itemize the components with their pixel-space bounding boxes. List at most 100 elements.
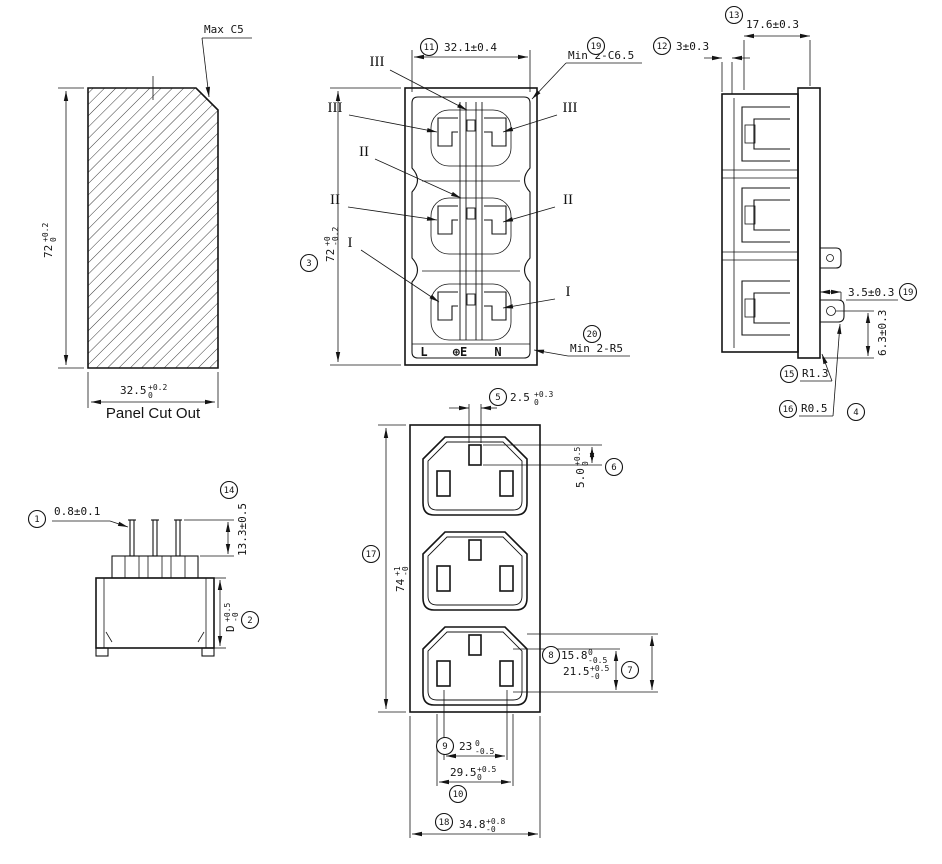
face-offset-sub: 0	[581, 461, 590, 466]
pin-body-value: D	[224, 625, 237, 632]
face-outer-outline	[409, 424, 541, 713]
pin-body-details	[95, 578, 215, 657]
callout-12-number: 12	[657, 42, 668, 52]
callout-9: 9	[435, 736, 455, 756]
terminal-l-label: L	[420, 345, 427, 359]
panel-outline-hatched	[87, 87, 219, 369]
callout-7: 7	[620, 660, 640, 680]
pin-view: 0.8±0.1 13.3±0.5 D +0.5 -0	[52, 503, 249, 657]
callout-6-number: 6	[611, 463, 616, 473]
callout-16: 16	[778, 399, 798, 419]
callout-14: 14	[219, 480, 239, 500]
side-panel-thickness-dim: 3±0.3	[676, 40, 750, 94]
panel-height-value: 72	[42, 245, 55, 258]
numeral-iii-2: III	[328, 100, 343, 116]
pin-main-body	[95, 577, 215, 649]
callout-19-side-number: 19	[903, 288, 914, 298]
pin-width-dim: 0.8±0.1	[52, 505, 129, 528]
callout-10-number: 10	[453, 790, 464, 800]
rear-terminal-letters: L ⊕E N	[420, 345, 501, 359]
callout-17-number: 17	[366, 550, 377, 560]
face-outer-value: 21.5	[563, 665, 590, 678]
panel-height-dim: 72 +0.2 0	[41, 223, 58, 258]
face-width-value: 34.8	[459, 818, 486, 831]
face-pitch-sub: -0.5	[475, 747, 494, 756]
side-flange-outline	[797, 87, 821, 359]
panel-height-sup: +0.2	[41, 223, 50, 242]
callout-7-number: 7	[627, 666, 632, 676]
callout-10: 10	[448, 784, 468, 804]
pin-body-sub: -0	[231, 612, 240, 622]
face-width-dim: 34.8 +0.8 -0	[409, 716, 541, 838]
callout-17: 17	[361, 544, 381, 564]
face-inner-sup: 0	[588, 648, 593, 657]
face-outer-sup: +0.5	[590, 664, 609, 673]
rear-radius-note: Min 2-R5	[533, 342, 630, 357]
numeral-iii-3: III	[563, 100, 578, 116]
pin-body-sup: +0.5	[223, 603, 232, 622]
callout-13: 13	[724, 5, 744, 25]
panel-cutout-title: Panel Cut Out	[106, 405, 201, 422]
side-body-outline	[721, 93, 799, 353]
face-socket-1	[422, 436, 528, 516]
face-inner-dim: 15.8 0 -0.5 21.5 +0.5 -0	[513, 633, 658, 693]
face-pitch-dim: 23 0 -0.5	[443, 690, 508, 760]
radius2-value: R0.5	[801, 402, 828, 415]
face-height-sup: +1	[393, 566, 402, 576]
side-flange-value: 3.5±0.3	[848, 286, 894, 299]
callout-9-number: 9	[442, 742, 447, 752]
callout-19-top-number: 19	[591, 42, 602, 52]
callout-18-number: 18	[439, 818, 450, 828]
callout-8: 8	[541, 645, 561, 665]
callout-20-number: 20	[587, 330, 598, 340]
callout-3-number: 3	[306, 259, 311, 269]
rear-height-sup: +0	[323, 236, 332, 246]
face-outer-sub: -0	[590, 672, 600, 681]
face-width-sup: +0.8	[486, 817, 505, 826]
rear-inner-contour	[411, 96, 531, 359]
rear-view: L ⊕E N III III III II II II I I 32.1±0.4…	[323, 41, 642, 366]
callout-11: 11	[419, 37, 439, 57]
panel-width-value: 32.5	[120, 384, 147, 397]
face-slot-width-dim: 2.5 +0.3 0	[449, 390, 553, 443]
face-pitch-sup: 0	[475, 739, 480, 748]
callout-14-number: 14	[224, 486, 235, 496]
radius1-value: R1.3	[802, 367, 829, 380]
face-socket-3	[422, 626, 528, 706]
callout-11-number: 11	[424, 43, 435, 53]
callout-1-number: 1	[34, 515, 39, 525]
terminal-earth-label: ⊕E	[453, 345, 467, 359]
face-span-value: 29.5	[450, 766, 477, 779]
face-inner-value: 15.8	[561, 649, 588, 662]
pin-width-value: 0.8±0.1	[54, 505, 100, 518]
pin-body-slots	[124, 555, 186, 579]
face-height-dim: 74 +1 -0	[378, 424, 410, 713]
panel-chamfer-note: Max C5	[201, 23, 252, 98]
callout-2-number: 2	[247, 616, 252, 626]
side-flange-thickness-dim: 3.5±0.3	[820, 286, 898, 301]
panel-width-sub: 0	[148, 391, 153, 400]
face-height-value: 74	[394, 578, 407, 592]
face-span-sub: 0	[477, 773, 482, 782]
callout-1: 1	[27, 509, 47, 529]
callout-5: 5	[488, 387, 508, 407]
side-panel-value: 3±0.3	[676, 40, 709, 53]
pin-contacts	[128, 519, 182, 557]
face-slot-offset-dim: 5.0 +0.5 0	[483, 444, 602, 488]
callout-15: 15	[779, 364, 799, 384]
face-span-sup: +0.5	[477, 765, 496, 774]
rear-height-dim: 72 +0 -0.2	[323, 87, 401, 366]
side-lug-dim: 6.3±0.3	[822, 310, 889, 359]
panel-height-sub: 0	[49, 237, 58, 242]
callout-18: 18	[434, 812, 454, 832]
numeral-ii-3: II	[563, 192, 573, 208]
callout-5-number: 5	[495, 393, 500, 403]
numeral-i-1: I	[348, 235, 353, 251]
side-lug-value: 6.3±0.3	[876, 310, 889, 356]
callout-3: 3	[299, 253, 319, 273]
min-radius-label: Min 2-R5	[570, 342, 623, 355]
terminal-n-label: N	[494, 345, 501, 359]
callout-13-number: 13	[729, 11, 740, 21]
